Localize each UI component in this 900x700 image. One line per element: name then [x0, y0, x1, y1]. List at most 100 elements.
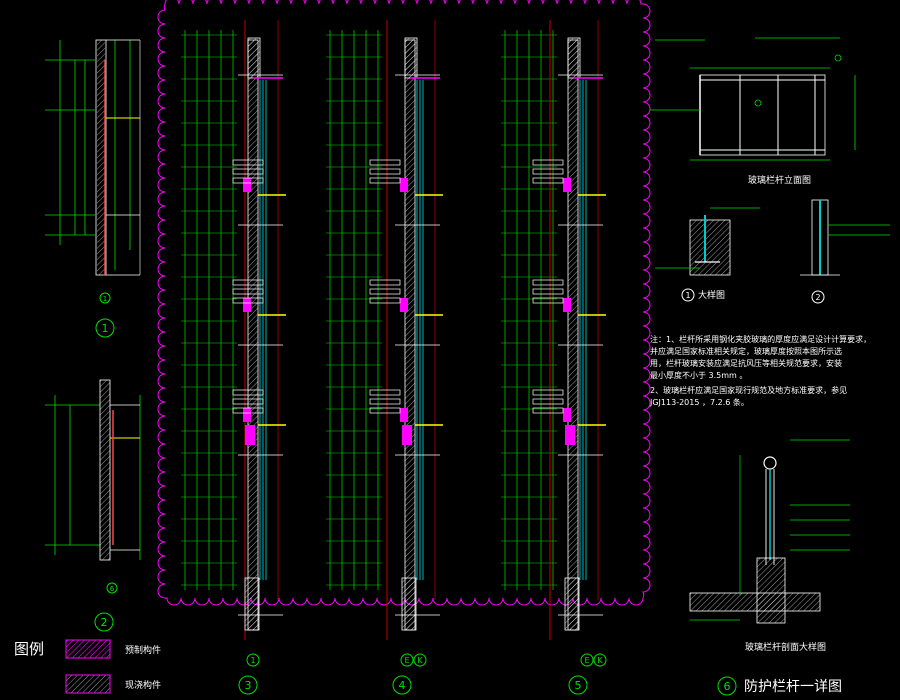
slab-detail	[532, 159, 564, 166]
section-label-1: 1	[102, 322, 109, 335]
detail-1-num: 1	[685, 291, 690, 300]
foundation-block	[564, 577, 580, 631]
precast-block	[400, 298, 408, 312]
precast-lower	[245, 425, 255, 445]
slab-detail	[532, 168, 564, 175]
legend-label-precast: 预制构件	[125, 644, 161, 656]
railing-elevation-title: 玻璃栏杆立面图	[748, 174, 811, 186]
axis-bubble-a	[246, 653, 260, 667]
section-circle-5	[568, 675, 588, 695]
slab-detail	[369, 398, 401, 405]
section-circle-6	[717, 676, 737, 696]
axis-label-e: K	[597, 656, 603, 665]
slab-detail	[232, 288, 264, 295]
slab-detail	[232, 389, 264, 396]
slab-detail	[369, 407, 401, 414]
precast-block	[563, 178, 571, 192]
marker-circle-sm-6	[106, 582, 118, 594]
slab-detail	[532, 389, 564, 396]
slab-detail	[532, 279, 564, 286]
left-section-lower	[45, 379, 141, 561]
axis-bubble-b	[400, 653, 414, 667]
axis-bubble-e	[593, 653, 607, 667]
section-circle-4	[392, 675, 412, 695]
slab-detail	[232, 177, 264, 184]
note-line: 最小厚度不小于 3.5mm 。	[650, 370, 747, 380]
wall-column	[567, 39, 579, 631]
legend-label-cast-in-place: 现浇构件	[125, 679, 161, 691]
slab-detail	[532, 177, 564, 184]
detail-2-circle	[811, 290, 825, 304]
slab-detail	[532, 288, 564, 295]
section-strip	[326, 20, 443, 640]
railing-section-title: 玻璃栏杆剖面大样图	[745, 641, 826, 653]
slab-detail	[232, 168, 264, 175]
legend-swatch-precast	[65, 639, 111, 659]
note-line: 注：1、栏杆所采用钢化夹胶玻璃的厚度应满足设计计算要求，	[650, 334, 871, 344]
slab-detail	[532, 398, 564, 405]
precast-block	[400, 408, 408, 422]
section-strip	[501, 20, 606, 640]
section-label-6: 6	[724, 680, 731, 693]
precast-lower	[565, 425, 575, 445]
note-line: JGJ113-2015 ，7.2.6 条。	[649, 397, 749, 407]
section-circle-2	[94, 612, 114, 632]
left-section-upper-wall	[95, 39, 141, 276]
precast-block	[243, 298, 251, 312]
railing-elevation	[650, 37, 856, 161]
section-label-3: 3	[245, 679, 252, 692]
slab-detail	[232, 279, 264, 286]
notes-block: 注：1、栏杆所采用钢化夹胶玻璃的厚度应满足设计计算要求， 并应满足国家标准相关规…	[649, 334, 871, 407]
slab-detail	[232, 297, 264, 304]
slab-detail	[532, 297, 564, 304]
marker-label-sm-6: 6	[110, 585, 115, 593]
detail-2-num: 2	[815, 293, 820, 302]
legend-title: 图例	[14, 640, 44, 658]
section-circle-1	[95, 318, 115, 338]
detail-1-drawing	[655, 207, 760, 276]
top-block	[247, 37, 261, 79]
left-section-upper	[45, 40, 131, 270]
axis-bubble-d	[580, 653, 594, 667]
section-label-2: 2	[101, 616, 108, 629]
slab-detail	[369, 288, 401, 295]
detail-2-drawing	[800, 199, 890, 276]
slab-detail	[532, 407, 564, 414]
foundation-block	[401, 577, 417, 631]
precast-block	[400, 178, 408, 192]
section-circle-3	[238, 675, 258, 695]
revision-cloud	[157, 0, 651, 606]
foundation-block	[244, 577, 260, 631]
axis-label-d: E	[584, 656, 589, 665]
slab-detail	[369, 279, 401, 286]
axis-label-a: 1	[250, 656, 255, 665]
precast-block	[563, 298, 571, 312]
section-title-6: 防护栏杆一详图	[744, 679, 842, 695]
note-line: 2、玻璃栏杆应满足国家现行规范及地方标准要求，参见	[650, 385, 847, 395]
note-line: 用，栏杆玻璃安装应满足抗风压等相关规范要求，安装	[650, 358, 842, 368]
marker-label-sm-1: 1	[103, 295, 107, 303]
section-label-4: 4	[399, 679, 406, 692]
precast-block	[563, 408, 571, 422]
railing-section-detail	[689, 439, 850, 624]
text-layer: 1 6 1 2 3 4 5 6 防护栏杆一详图 1 E K E K 玻璃栏杆立面…	[14, 174, 871, 696]
slab-detail	[232, 407, 264, 414]
top-block	[404, 37, 418, 79]
wall-column	[247, 39, 259, 631]
slab-detail	[369, 159, 401, 166]
legend-swatch-cast-in-place	[65, 674, 111, 694]
slab-detail	[369, 177, 401, 184]
detail-1-title: 大样图	[698, 289, 725, 301]
top-block	[567, 37, 581, 79]
slab-detail	[369, 297, 401, 304]
axis-bubble-c	[413, 653, 427, 667]
slab-detail	[369, 389, 401, 396]
marker-circle-sm-1	[99, 292, 111, 304]
axis-label-b: E	[404, 656, 409, 665]
section-label-5: 5	[575, 679, 582, 692]
detail-1-circle	[681, 288, 695, 302]
revision-cloud-outline	[157, 0, 651, 606]
slab-detail	[369, 168, 401, 175]
section-strip	[181, 20, 286, 640]
